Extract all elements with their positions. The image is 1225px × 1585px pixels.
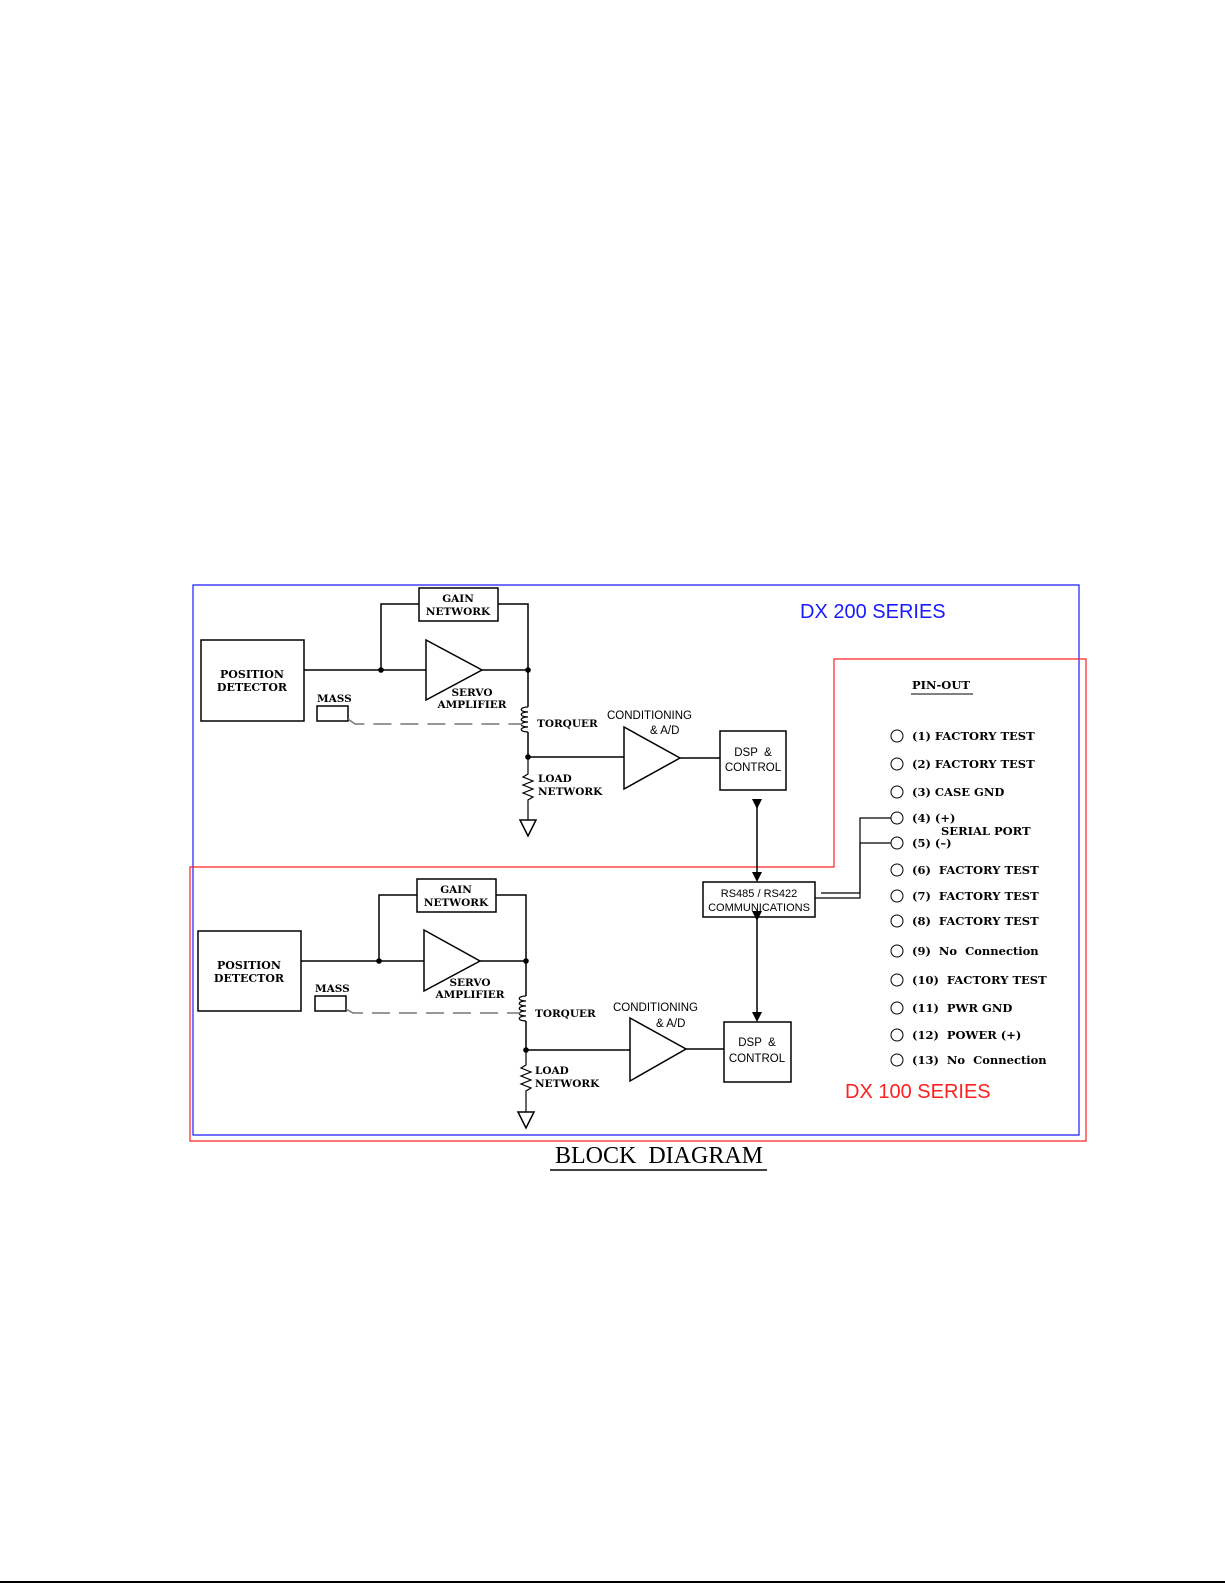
pin-4-marker bbox=[890, 811, 904, 825]
conditioning-label: CONDITIONING bbox=[607, 710, 692, 722]
position-detector-box bbox=[197, 930, 302, 1012]
pin-12-marker bbox=[890, 1028, 904, 1042]
position-detector-label-2: DETECTOR bbox=[214, 972, 285, 985]
ground-symbol bbox=[518, 819, 538, 838]
gain-network-label-2: NETWORK bbox=[424, 897, 489, 909]
pin-6-label: (6) FACTORY TEST bbox=[912, 863, 1039, 877]
pin-2-marker bbox=[890, 757, 904, 771]
load-network-label-2: NETWORK bbox=[535, 1078, 600, 1090]
load-network-resistor bbox=[521, 757, 535, 820]
gain-network-box bbox=[416, 878, 497, 913]
servo-amplifier-label: SERVO bbox=[451, 687, 492, 699]
dsp-control-label-2: CONTROL bbox=[725, 762, 782, 774]
mass-link bbox=[347, 718, 522, 725]
upper-channel: POSITION DETECTOR GAIN NETWORK SERVO AMP… bbox=[200, 587, 787, 838]
dx100-outline bbox=[189, 658, 1087, 1142]
pin-7-marker bbox=[890, 889, 904, 903]
dsp-control-box bbox=[719, 730, 787, 791]
conditioning-amplifier bbox=[629, 1016, 688, 1083]
mass-link bbox=[345, 1008, 520, 1014]
load-network-label-2: NETWORK bbox=[538, 786, 603, 798]
pin-2-label: (2) FACTORY TEST bbox=[912, 757, 1035, 771]
conditioning-label-2: & A/D bbox=[650, 725, 679, 737]
pin-10-label: (10) FACTORY TEST bbox=[912, 973, 1047, 987]
pin-8-marker bbox=[890, 914, 904, 928]
position-detector-label-2: DETECTOR bbox=[217, 681, 288, 694]
dsp-control-box bbox=[723, 1021, 792, 1083]
torquer-label: TORQUER bbox=[537, 718, 598, 730]
gain-network-box bbox=[418, 587, 499, 622]
mass-label: MASS bbox=[315, 983, 350, 995]
pin-9-label: (9) No Connection bbox=[912, 944, 1039, 958]
load-network-label: LOAD bbox=[535, 1065, 569, 1077]
pin-13-marker bbox=[890, 1053, 904, 1067]
dsp-control-label: DSP & bbox=[734, 747, 772, 759]
dx200-series-label: DX 200 SERIES bbox=[800, 601, 946, 623]
lower-channel: POSITION DETECTOR GAIN NETWORK SERVO AMP… bbox=[197, 878, 792, 1130]
pin-5-marker bbox=[890, 836, 904, 850]
diagram-caption: BLOCK DIAGRAM bbox=[555, 1143, 763, 1169]
load-network-label: LOAD bbox=[538, 773, 572, 785]
torquer-coil bbox=[518, 995, 527, 1022]
pin-11-label: (11) PWR GND bbox=[912, 1001, 1012, 1015]
pin-3-marker bbox=[890, 785, 904, 799]
gain-network-label: GAIN bbox=[442, 593, 474, 605]
pin-9-marker bbox=[890, 944, 904, 958]
comms-label: RS485 / RS422 bbox=[721, 888, 797, 900]
pin-1-label: (1) FACTORY TEST bbox=[912, 729, 1035, 743]
pin-7-label: (7) FACTORY TEST bbox=[912, 889, 1039, 903]
pin-11-marker bbox=[890, 1001, 904, 1015]
pin-13-label: (13) No Connection bbox=[912, 1053, 1047, 1067]
mass-label: MASS bbox=[317, 693, 352, 705]
position-detector-label: POSITION bbox=[217, 959, 281, 972]
conditioning-amplifier bbox=[623, 725, 682, 791]
ground-symbol bbox=[516, 1111, 536, 1130]
serial-plus-wire bbox=[815, 817, 891, 899]
servo-amplifier-label-2: AMPLIFIER bbox=[436, 699, 506, 711]
pin-1-marker bbox=[890, 729, 904, 743]
pin-3-label: (3) CASE GND bbox=[912, 785, 1004, 799]
pin-4-label: (4) (+) bbox=[912, 811, 955, 825]
pinout: PIN-OUT (1) FACTORY TEST (2) FACTORY TES… bbox=[890, 678, 1047, 1067]
pin-12-label: (12) POWER (+) bbox=[912, 1028, 1021, 1042]
gain-network-label: GAIN bbox=[440, 884, 472, 896]
conditioning-label: CONDITIONING bbox=[613, 1002, 698, 1014]
serial-minus-wire bbox=[821, 842, 897, 894]
dsp-control-label: DSP & bbox=[738, 1037, 776, 1049]
torquer-coil bbox=[520, 706, 529, 733]
pin-8-label: (8) FACTORY TEST bbox=[912, 914, 1039, 928]
position-detector-label: POSITION bbox=[220, 668, 284, 681]
position-detector-box bbox=[200, 639, 305, 722]
servo-amplifier-triangle bbox=[423, 928, 482, 993]
servo-amplifier-label: SERVO bbox=[449, 977, 490, 989]
pin-6-marker bbox=[890, 863, 904, 877]
dx200-outline bbox=[192, 584, 1080, 1136]
page-bottom-rule bbox=[0, 1581, 1225, 1583]
dx100-series-label: DX 100 SERIES bbox=[845, 1081, 991, 1103]
load-network-resistor bbox=[519, 1050, 533, 1112]
pinout-title: PIN-OUT bbox=[912, 678, 970, 692]
servo-amplifier-label-2: AMPLIFIER bbox=[434, 989, 504, 1001]
mass-box bbox=[314, 995, 347, 1012]
pin-10-marker bbox=[890, 973, 904, 987]
dsp-control-label-2: CONTROL bbox=[729, 1053, 786, 1065]
gain-network-label-2: NETWORK bbox=[426, 606, 491, 618]
servo-amplifier-triangle bbox=[425, 638, 484, 702]
conditioning-label-2: & A/D bbox=[656, 1018, 685, 1030]
pin-5-label: (5) (–) bbox=[912, 836, 952, 850]
torquer-label: TORQUER bbox=[535, 1008, 596, 1020]
comms-label-2: COMMUNICATIONS bbox=[708, 902, 810, 914]
serial-port-label: SERIAL PORT bbox=[941, 824, 1031, 838]
mass-box bbox=[316, 705, 349, 722]
